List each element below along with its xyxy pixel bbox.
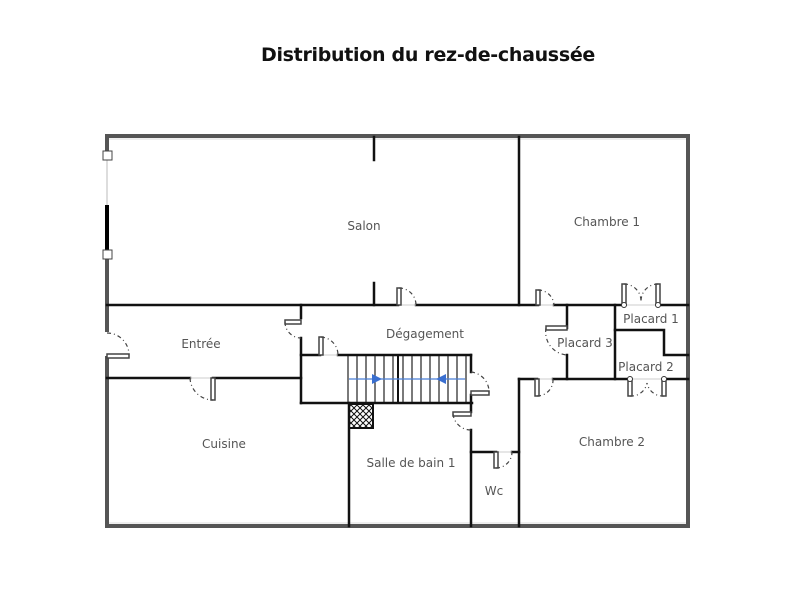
door-stair-right[interactable] bbox=[470, 371, 490, 396]
door-placard2-double[interactable] bbox=[627, 376, 667, 397]
window-hinge-icon bbox=[102, 150, 113, 161]
arrow-left-icon bbox=[436, 374, 446, 384]
room-label-degagement: Dégagement bbox=[386, 327, 464, 341]
door-salon[interactable] bbox=[396, 287, 417, 306]
door-entree-exterior[interactable] bbox=[106, 332, 130, 359]
room-label-placard1: Placard 1 bbox=[623, 312, 679, 326]
window-hinge-icon bbox=[102, 249, 113, 260]
door-chambre2[interactable] bbox=[534, 378, 554, 397]
page-title: Distribution du rez-de-chaussée bbox=[260, 44, 596, 66]
exterior-walls bbox=[102, 134, 690, 528]
door-placard3[interactable] bbox=[545, 325, 568, 356]
room-label-placard2: Placard 2 bbox=[618, 360, 674, 374]
duct-hatch bbox=[348, 403, 374, 429]
door-salle-de-bain[interactable] bbox=[452, 411, 472, 431]
staircase[interactable] bbox=[347, 356, 467, 402]
room-label-cuisine: Cuisine bbox=[202, 437, 246, 451]
room-label-placard3: Placard 3 bbox=[557, 336, 613, 350]
interior-walls bbox=[105, 135, 690, 528]
room-label-entree: Entrée bbox=[181, 337, 220, 351]
door-placard1-double[interactable] bbox=[621, 283, 661, 308]
room-label-salon: Salon bbox=[347, 219, 380, 233]
door-stairs[interactable] bbox=[318, 336, 339, 356]
room-label-chambre2: Chambre 2 bbox=[579, 435, 645, 449]
room-label-salle-de-bain1: Salle de bain 1 bbox=[366, 456, 455, 470]
door-wc[interactable] bbox=[493, 451, 513, 469]
room-label-chambre1: Chambre 1 bbox=[574, 215, 640, 229]
room-label-wc: Wc bbox=[485, 484, 503, 498]
arrow-right-icon bbox=[372, 374, 382, 384]
door-entree-degagement[interactable] bbox=[284, 319, 302, 339]
door-cuisine[interactable] bbox=[189, 377, 216, 401]
door-chambre1[interactable] bbox=[535, 289, 555, 306]
